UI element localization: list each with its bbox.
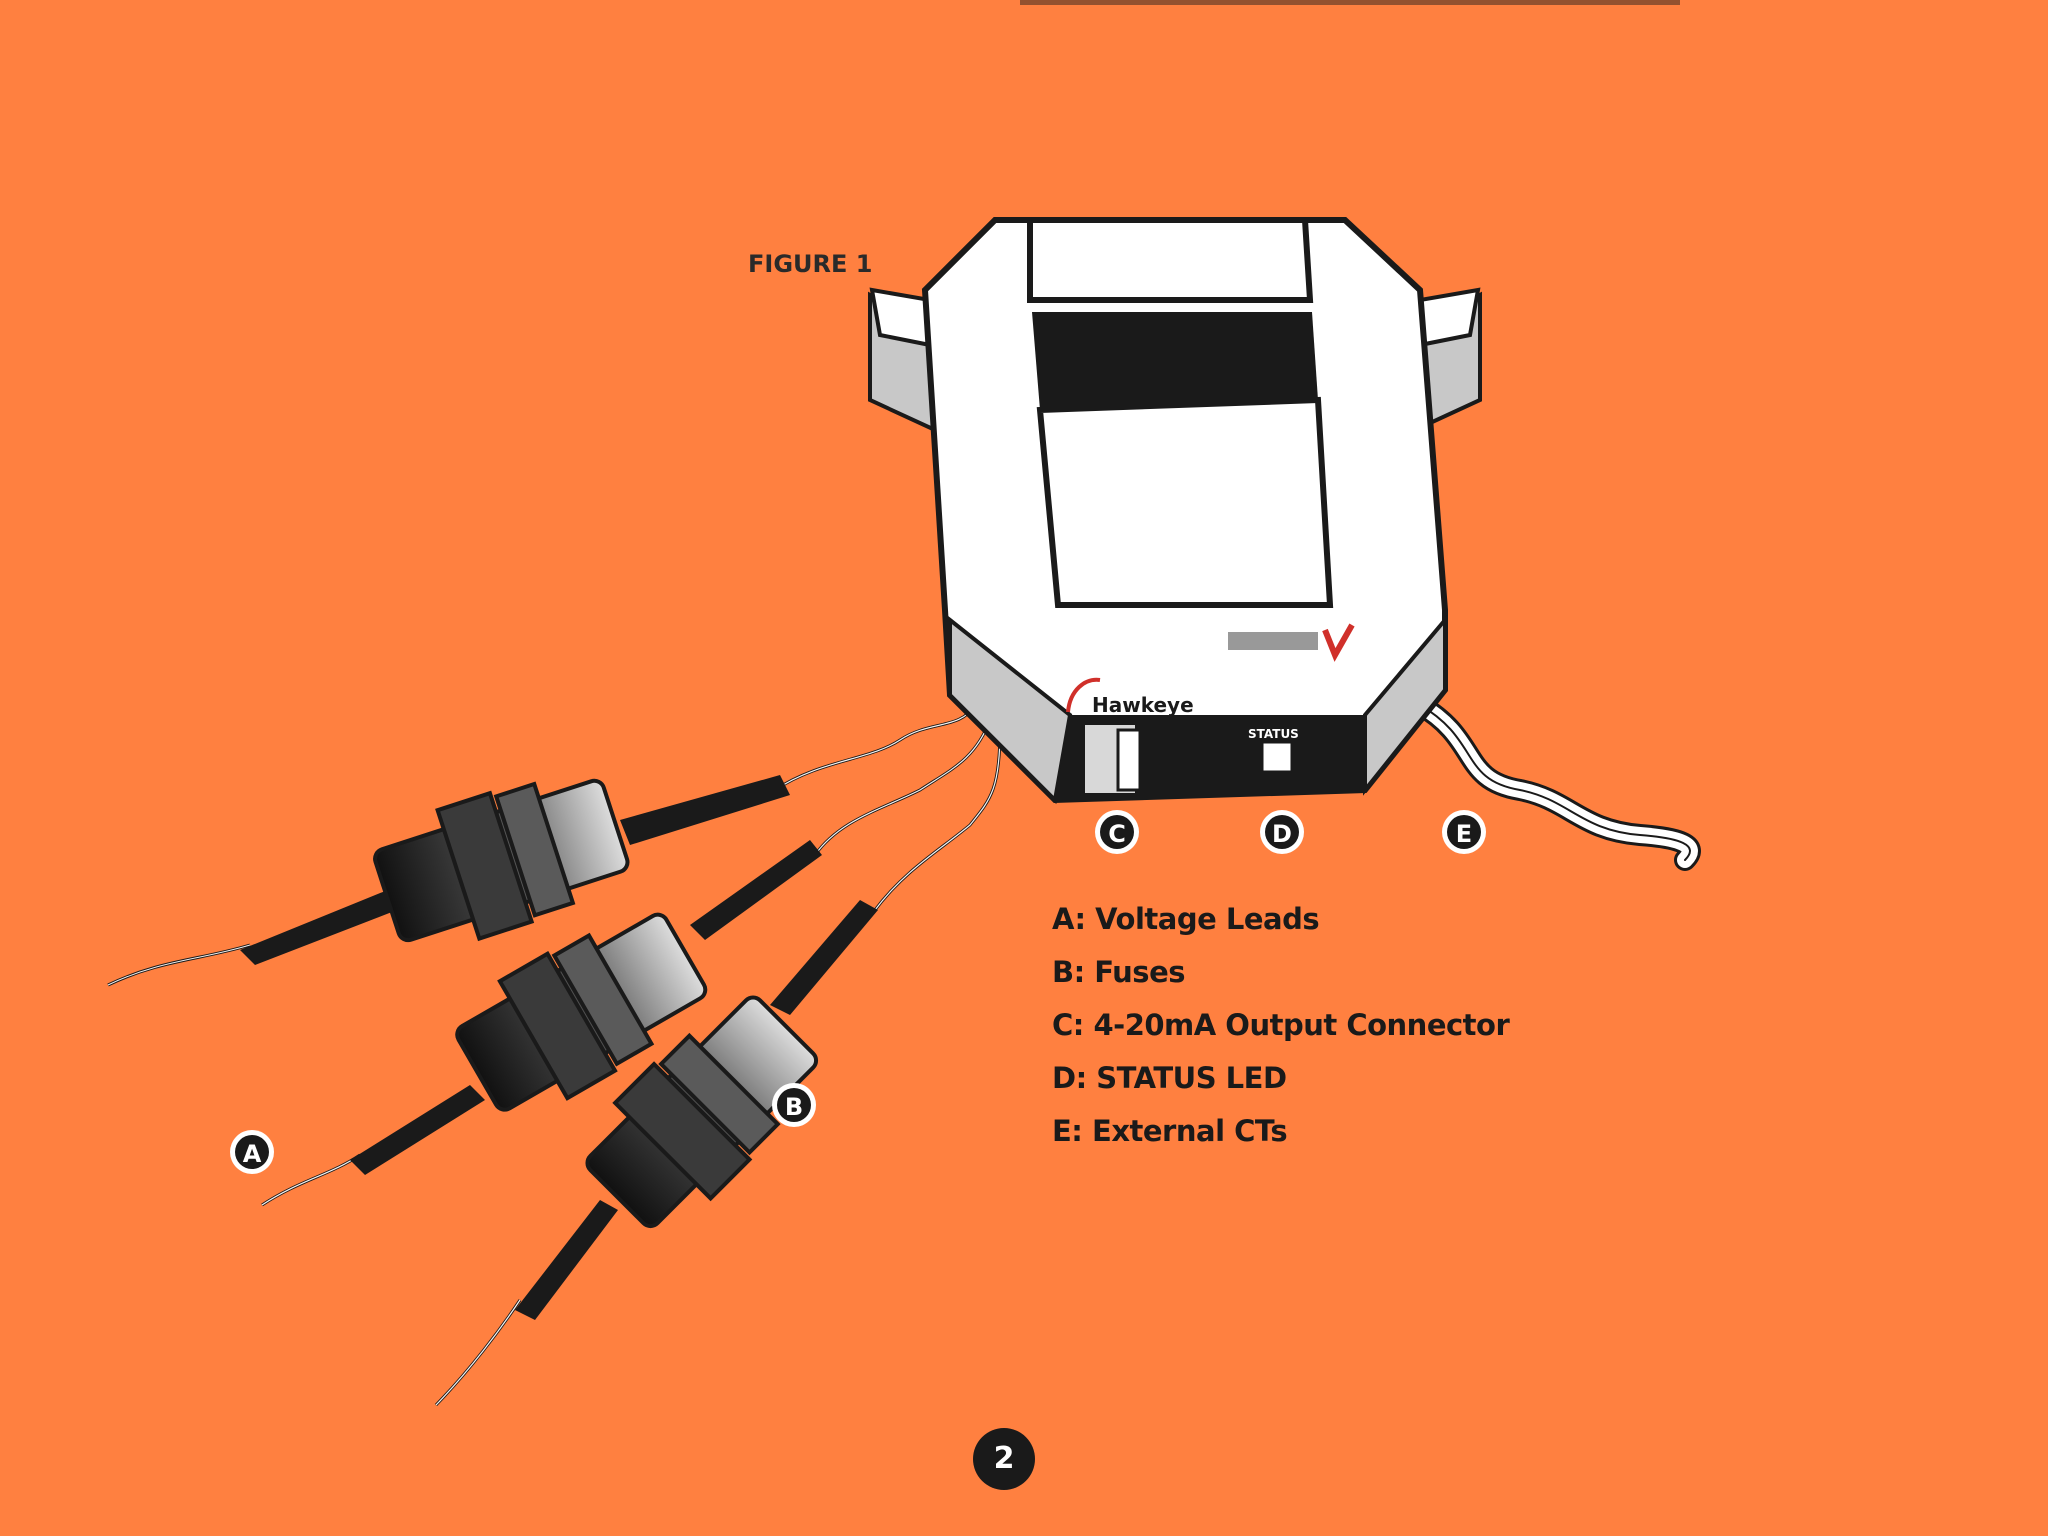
svg-text:B: B <box>785 1093 803 1121</box>
svg-text:E: E <box>1456 820 1472 848</box>
legend-item-external-cts: E: External CTs <box>1052 1114 1288 1148</box>
legend-item-voltage-leads: A: Voltage Leads <box>1052 902 1320 936</box>
svg-text:D: D <box>1272 820 1292 848</box>
svg-text:C: C <box>1108 820 1126 848</box>
legend-list: A: Voltage Leads B: Fuses C: 4-20mA Outp… <box>1052 893 1510 1158</box>
page-number: 2 <box>973 1428 1035 1490</box>
voltage-lead-wires-highlight <box>261 704 1001 1406</box>
brand-logo: Hawkeye <box>1092 693 1194 717</box>
callout-e: E <box>1442 810 1486 854</box>
callout-d: D <box>1260 810 1304 854</box>
legend-item-output-connector: C: 4-20mA Output Connector <box>1052 1008 1510 1042</box>
panel-status-label: STATUS <box>1248 727 1299 741</box>
fuse-holder-middle <box>350 840 822 1175</box>
top-text-fragment <box>1020 0 1680 5</box>
fuse-holder-top <box>240 775 790 965</box>
callout-b: B <box>772 1083 816 1127</box>
legend-item-fuses: B: Fuses <box>1052 955 1186 989</box>
legend-item-status-led: D: STATUS LED <box>1052 1061 1287 1095</box>
callout-a: A <box>230 1130 274 1174</box>
fuse-holder-bottom <box>515 900 878 1320</box>
device-body <box>868 217 1482 805</box>
figure-label: FIGURE 1 <box>748 250 873 278</box>
svg-text:A: A <box>243 1140 262 1168</box>
callout-c: C <box>1095 810 1139 854</box>
external-ct-cables <box>1409 694 1701 871</box>
